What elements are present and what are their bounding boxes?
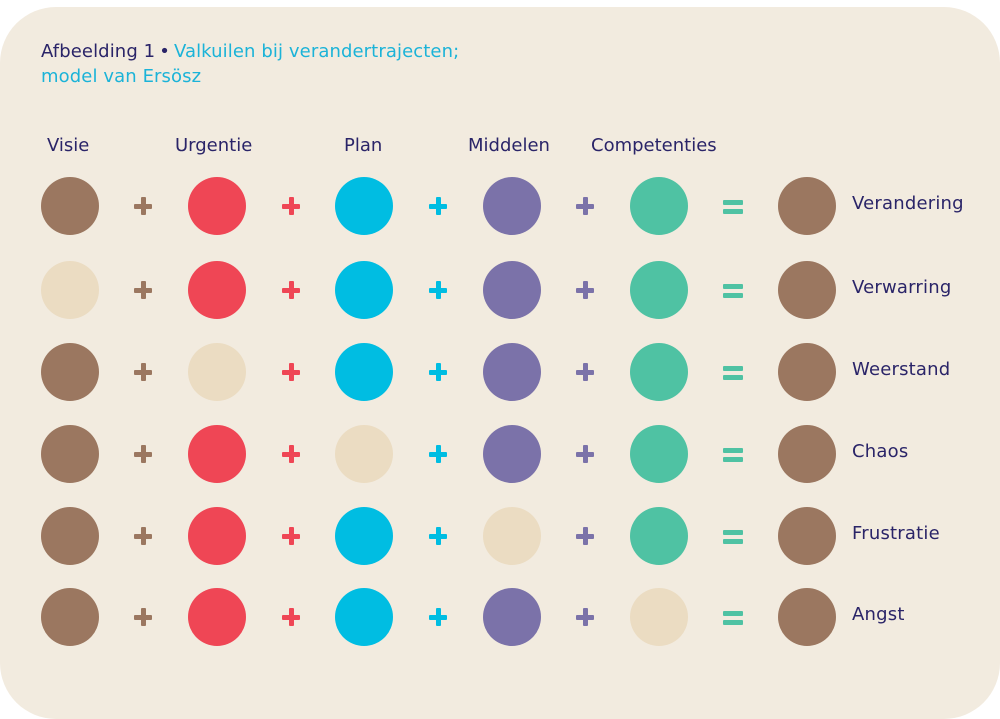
plus-sign bbox=[574, 525, 596, 547]
column-header-competenties: Competenties bbox=[591, 135, 717, 156]
figure-label: Afbeelding 1 bbox=[41, 41, 156, 62]
plus-sign bbox=[280, 606, 302, 628]
dot-middelen bbox=[483, 425, 541, 483]
result-label: Verandering bbox=[852, 193, 964, 214]
dot-result bbox=[778, 177, 836, 235]
dot-plan bbox=[335, 507, 393, 565]
plus-sign bbox=[574, 361, 596, 383]
plus-sign bbox=[132, 606, 154, 628]
plus-sign bbox=[427, 279, 449, 301]
dot-competenties bbox=[630, 177, 688, 235]
plus-sign bbox=[427, 443, 449, 465]
plus-sign bbox=[280, 443, 302, 465]
dot-urgentie bbox=[188, 177, 246, 235]
figure-title-line-1: Valkuilen bij verandertrajecten; bbox=[173, 41, 460, 62]
plus-sign bbox=[574, 195, 596, 217]
plus-sign bbox=[280, 279, 302, 301]
column-header-plan: Plan bbox=[344, 135, 383, 156]
figure-title: Afbeelding 1•Valkuilen bij verandertraje… bbox=[41, 39, 459, 89]
plus-sign bbox=[132, 361, 154, 383]
dot-middelen-missing bbox=[483, 507, 541, 565]
equals-sign bbox=[721, 606, 745, 628]
figure-title-line-2: model van Ersösz bbox=[41, 66, 202, 87]
result-label: Chaos bbox=[852, 441, 909, 462]
dot-plan bbox=[335, 588, 393, 646]
result-label: Verwarring bbox=[852, 277, 952, 298]
plus-sign bbox=[574, 443, 596, 465]
plus-sign bbox=[280, 525, 302, 547]
plus-sign bbox=[132, 279, 154, 301]
dot-middelen bbox=[483, 343, 541, 401]
dot-competenties bbox=[630, 343, 688, 401]
dot-plan-missing bbox=[335, 425, 393, 483]
equals-sign bbox=[721, 195, 745, 217]
dot-urgentie bbox=[188, 507, 246, 565]
plus-sign bbox=[280, 361, 302, 383]
plus-sign bbox=[574, 279, 596, 301]
plus-sign bbox=[132, 525, 154, 547]
dot-urgentie bbox=[188, 588, 246, 646]
dot-plan bbox=[335, 343, 393, 401]
dot-result bbox=[778, 425, 836, 483]
result-label: Angst bbox=[852, 604, 905, 625]
dot-visie bbox=[41, 425, 99, 483]
result-label: Frustratie bbox=[852, 523, 940, 544]
figure-separator: • bbox=[159, 41, 170, 62]
plus-sign bbox=[280, 195, 302, 217]
dot-middelen bbox=[483, 588, 541, 646]
dot-middelen bbox=[483, 261, 541, 319]
equals-sign bbox=[721, 525, 745, 547]
equals-sign bbox=[721, 279, 745, 301]
plus-sign bbox=[574, 606, 596, 628]
dot-competenties bbox=[630, 425, 688, 483]
dot-urgentie-missing bbox=[188, 343, 246, 401]
dot-visie bbox=[41, 507, 99, 565]
plus-sign bbox=[427, 606, 449, 628]
plus-sign bbox=[132, 443, 154, 465]
dot-result bbox=[778, 343, 836, 401]
plus-sign bbox=[427, 525, 449, 547]
dot-visie bbox=[41, 343, 99, 401]
dot-middelen bbox=[483, 177, 541, 235]
dot-visie bbox=[41, 177, 99, 235]
dot-visie bbox=[41, 588, 99, 646]
column-header-middelen: Middelen bbox=[468, 135, 550, 156]
column-header-urgentie: Urgentie bbox=[175, 135, 253, 156]
dot-result bbox=[778, 507, 836, 565]
dot-competenties bbox=[630, 261, 688, 319]
dot-competenties-missing bbox=[630, 588, 688, 646]
plus-sign bbox=[427, 361, 449, 383]
dot-competenties bbox=[630, 507, 688, 565]
result-label: Weerstand bbox=[852, 359, 951, 380]
plus-sign bbox=[132, 195, 154, 217]
dot-visie-missing bbox=[41, 261, 99, 319]
dot-plan bbox=[335, 177, 393, 235]
dot-result bbox=[778, 261, 836, 319]
plus-sign bbox=[427, 195, 449, 217]
column-header-visie: Visie bbox=[47, 135, 90, 156]
dot-urgentie bbox=[188, 425, 246, 483]
equals-sign bbox=[721, 361, 745, 383]
equals-sign bbox=[721, 443, 745, 465]
dot-plan bbox=[335, 261, 393, 319]
dot-result bbox=[778, 588, 836, 646]
dot-urgentie bbox=[188, 261, 246, 319]
